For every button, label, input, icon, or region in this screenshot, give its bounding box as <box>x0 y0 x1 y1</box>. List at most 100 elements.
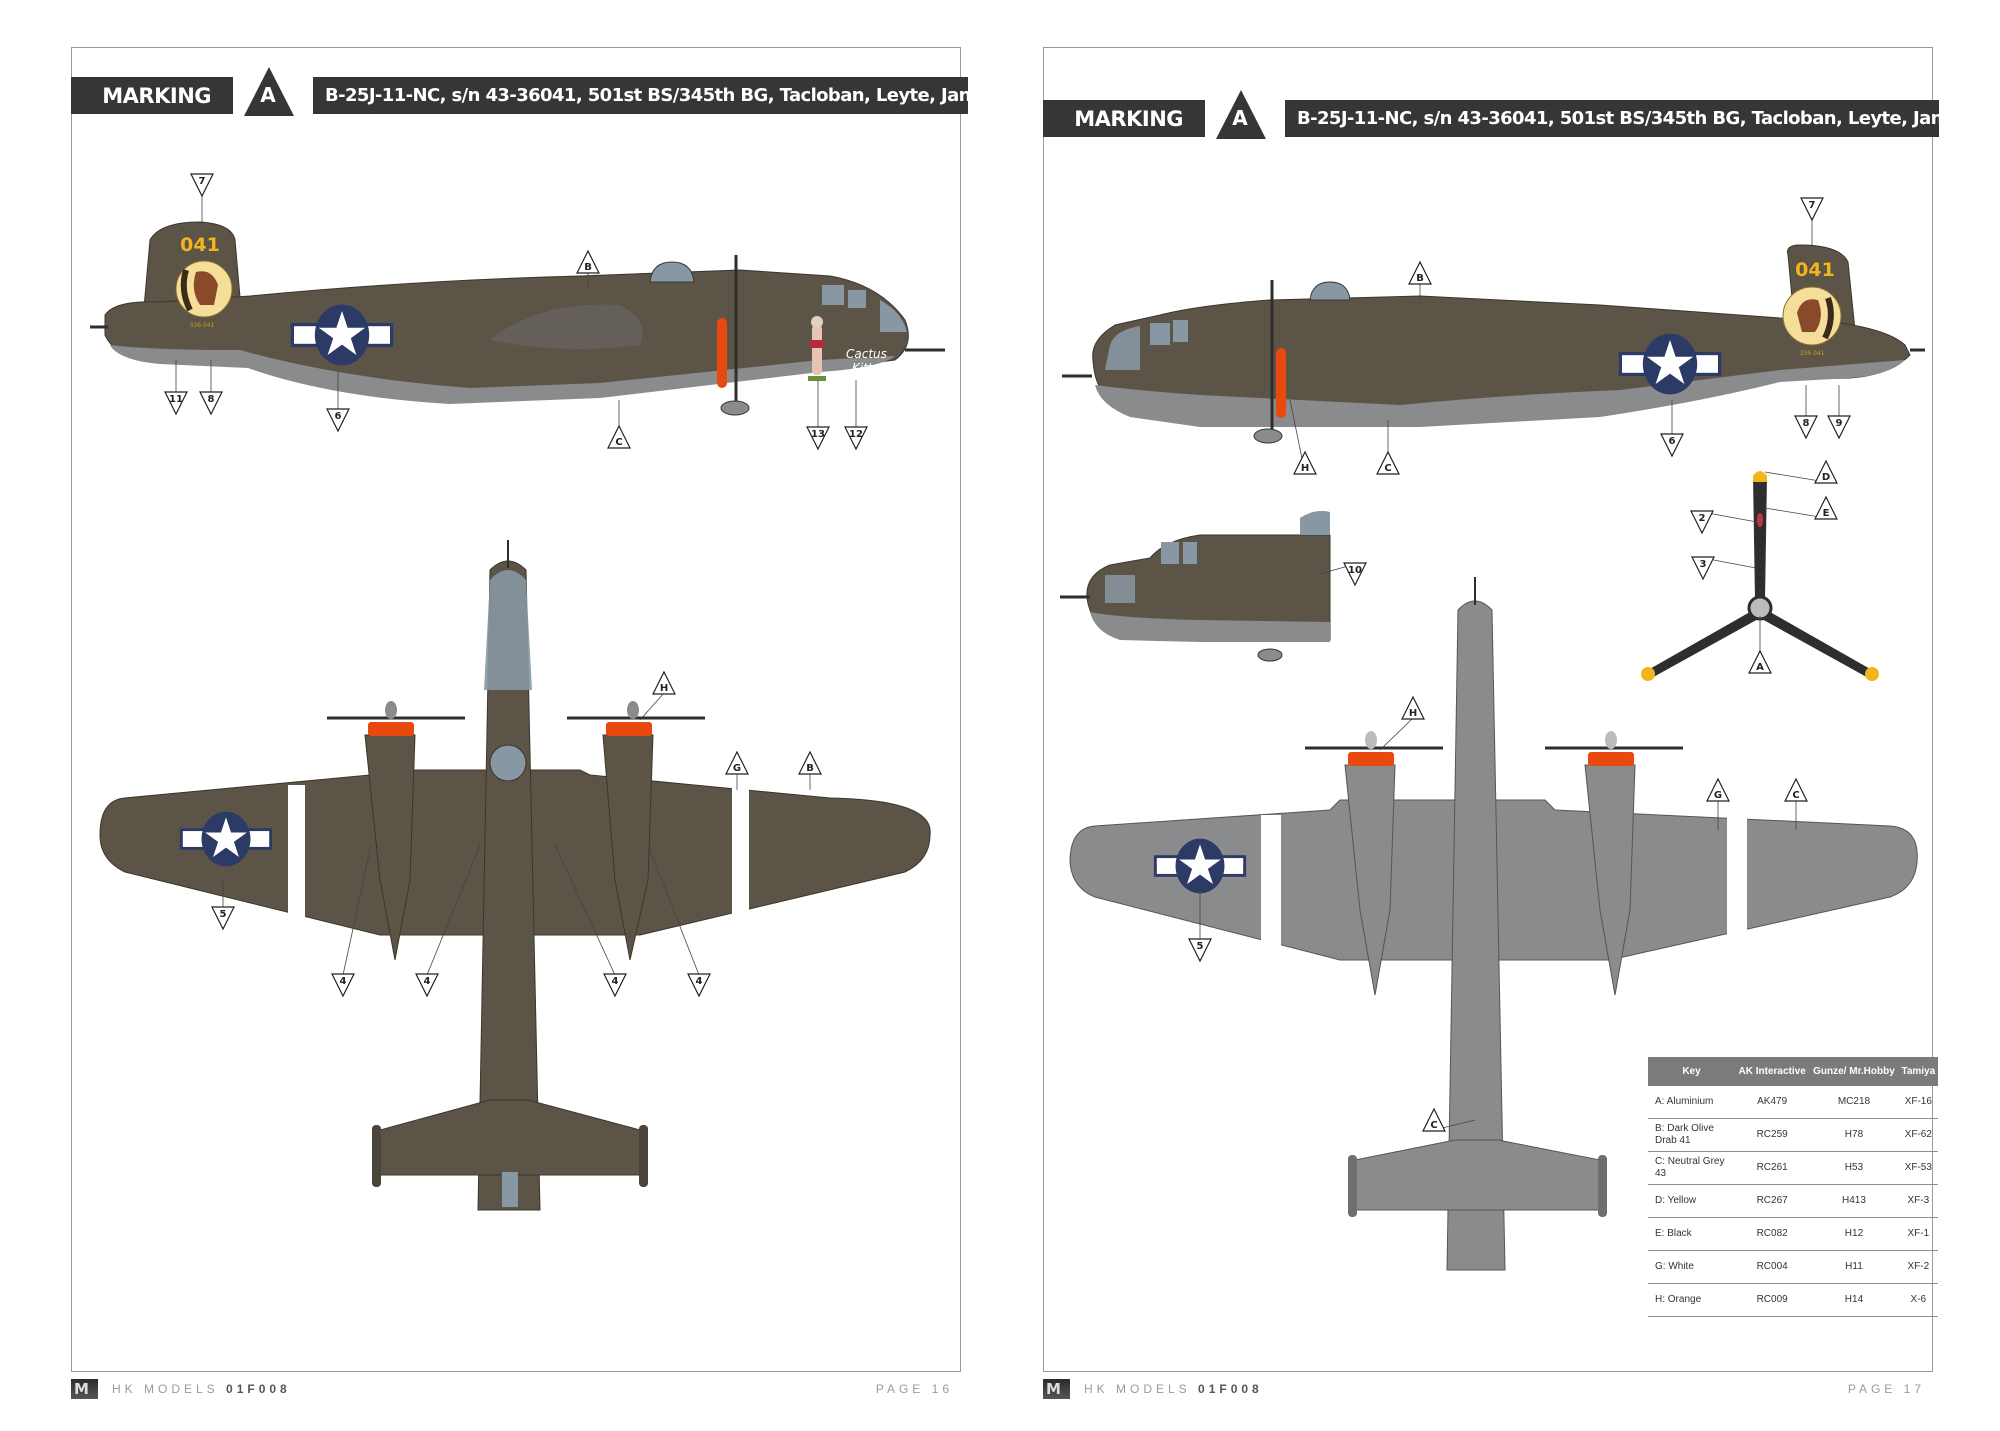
callout-label: 2 <box>1699 513 1706 524</box>
tamiya-code: X-6 <box>1898 1283 1938 1317</box>
gunze-code: H53 <box>1809 1151 1899 1185</box>
callout-marker: 2 <box>1690 510 1758 535</box>
marking-letter: A <box>1232 105 1248 130</box>
footer-page-16: M HK MODELS 01F008 PAGE 16 <box>71 1378 961 1400</box>
callout-marker: 10 <box>1319 562 1367 587</box>
tail-serial: 336 041 <box>1800 350 1825 357</box>
nose-detail-inset <box>1060 510 1331 662</box>
footer-brand: HK MODELS 01F008 <box>1084 1382 1263 1396</box>
triangle-icon <box>1216 89 1266 139</box>
callout-marker: 7 <box>1800 197 1824 245</box>
gunze-code: MC218 <box>1809 1086 1899 1119</box>
top-view-left <box>99 540 931 1211</box>
callout-marker: H <box>1289 399 1317 475</box>
callout-label: 4 <box>696 976 703 987</box>
nose-art-pinup <box>808 316 826 381</box>
callout-label: H <box>660 683 668 694</box>
ak-code: RC267 <box>1735 1184 1810 1218</box>
paint-key: G: White <box>1648 1250 1735 1284</box>
col-ak: AK Interactive <box>1735 1057 1810 1086</box>
callout-label: E <box>1823 508 1830 519</box>
callout-label: 8 <box>1803 418 1810 429</box>
tamiya-code: XF-53 <box>1898 1151 1938 1185</box>
callout-marker: 5 <box>211 880 235 931</box>
callout-label: G <box>733 763 741 774</box>
callout-marker: 8 <box>1794 385 1818 440</box>
callout-marker: 4 <box>331 849 371 998</box>
table-header-row: Key AK Interactive Gunze/ Mr.Hobby Tamiy… <box>1648 1057 1938 1086</box>
callout-label: 5 <box>220 909 227 920</box>
callout-label: G <box>1714 790 1722 801</box>
callout-label: A <box>1756 662 1764 673</box>
callout-label: 4 <box>340 976 347 987</box>
callout-marker: C <box>1376 420 1400 475</box>
callout-marker: C <box>607 400 631 449</box>
callout-marker: D <box>1764 459 1838 484</box>
callout-marker: G <box>1706 777 1730 830</box>
callout-marker: 5 <box>1188 890 1212 963</box>
tamiya-code: XF-62 <box>1898 1118 1938 1152</box>
marking-letter-badge: A <box>1215 89 1279 142</box>
col-tamiya: Tamiya <box>1898 1057 1938 1086</box>
callout-marker: E <box>1764 495 1838 520</box>
callout-marker: B <box>1408 260 1432 305</box>
callout-label: 3 <box>1700 559 1707 570</box>
paint-key: B: Dark Olive Drab 41 <box>1648 1118 1735 1152</box>
marking-letter: A <box>260 82 276 107</box>
callout-marker: 4 <box>415 844 481 998</box>
paint-key: C: Neutral Grey 43 <box>1648 1151 1735 1185</box>
callout-label: 5 <box>1197 941 1204 952</box>
callout-label: 7 <box>199 176 206 187</box>
callout-label: 7 <box>1809 200 1816 211</box>
tail-number: 041 <box>1795 259 1835 281</box>
paint-key: A: Aluminium <box>1648 1086 1735 1119</box>
paint-key: D: Yellow <box>1648 1184 1735 1218</box>
tamiya-code: XF-1 <box>1898 1217 1938 1251</box>
callout-marker: 8 <box>199 360 223 416</box>
footer-page-17: M HK MODELS 01F008 PAGE 17 <box>1043 1378 1933 1400</box>
paint-reference-table: Key AK Interactive Gunze/ Mr.Hobby Tamiy… <box>1648 1057 1938 1317</box>
marking-title: B-25J-11-NC, s/n 43-36041, 501st BS/345t… <box>1285 100 2000 137</box>
callout-marker: H <box>639 670 676 721</box>
marking-label: MARKING <box>1043 100 1205 137</box>
propeller-detail <box>1641 471 1879 681</box>
callout-marker: B <box>798 750 822 790</box>
callout-marker: B <box>576 249 600 290</box>
tamiya-code: XF-3 <box>1898 1184 1938 1218</box>
bottom-view-right <box>1069 577 1918 1271</box>
ak-code: RC259 <box>1735 1118 1810 1152</box>
callout-label: H <box>1301 463 1309 474</box>
callout-marker: 4 <box>649 849 711 998</box>
side-profile-left: 041 336 041 Cactus Kitten <box>90 221 945 416</box>
marking-header: MARKING A B-25J-11-NC, s/n 43-36041, 501… <box>71 66 1068 116</box>
col-gunze: Gunze/ Mr.Hobby <box>1809 1057 1899 1086</box>
side-profile-right: 041 336 041 <box>1062 244 1925 444</box>
nose-art-line1: Cactus <box>846 347 887 361</box>
callout-label: 6 <box>1669 436 1676 447</box>
callout-marker: 6 <box>1660 400 1684 458</box>
callout-marker: 4 <box>554 844 627 998</box>
callout-marker: 11 <box>164 360 188 416</box>
callout-label: B <box>1416 273 1424 284</box>
callout-label: B <box>806 763 814 774</box>
callout-label: 10 <box>1348 565 1362 576</box>
hk-models-logo: M <box>1043 1379 1070 1399</box>
footer-brand: HK MODELS 01F008 <box>112 1382 291 1396</box>
callout-label: 4 <box>612 976 619 987</box>
nose-art-line2: Kitten <box>852 361 888 375</box>
callout-label: C <box>1384 463 1391 474</box>
callout-label: 12 <box>849 429 863 440</box>
hk-models-logo: M <box>71 1379 98 1399</box>
callout-label: 8 <box>208 394 215 405</box>
page-number: PAGE 16 <box>875 1382 953 1396</box>
callout-marker: 7 <box>190 173 214 225</box>
marking-title: B-25J-11-NC, s/n 43-36041, 501st BS/345t… <box>313 77 1068 114</box>
footer-code: 01F008 <box>1198 1382 1263 1396</box>
callout-label: 4 <box>424 976 431 987</box>
col-key: Key <box>1648 1057 1735 1086</box>
